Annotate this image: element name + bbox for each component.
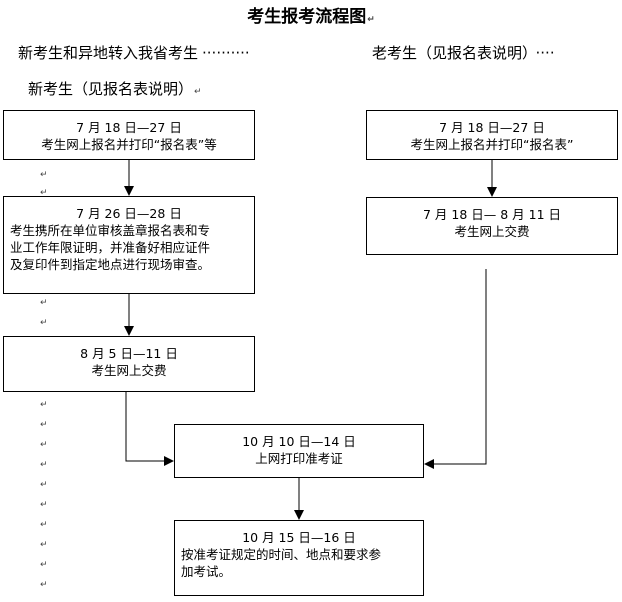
left-return-mark-13: ↵: [40, 460, 48, 470]
exam-date: 10 月 15 日—16 日: [242, 530, 356, 545]
old-register-date: 7 月 18 日—27 日: [439, 120, 545, 135]
left-return-mark-12: ↵: [40, 440, 48, 450]
new-payment-text: 考生网上交费: [91, 363, 167, 378]
left-return-mark-19: ↵: [40, 580, 48, 590]
print-admission-date: 10 月 10 日—14 日: [242, 434, 356, 449]
old-payment-text: 考生网上交费: [454, 224, 530, 239]
arrow-old2-to-print: [424, 269, 487, 469]
arrow-new3-to-print: [125, 392, 174, 466]
header-left-label: 新考生和异地转入我省考生··········: [18, 44, 250, 62]
new-register-date: 7 月 18 日—27 日: [76, 120, 182, 135]
old-payment-box: 7 月 18 日— 8 月 11 日 考生网上交费: [366, 197, 618, 255]
left-return-mark-0: ↵: [40, 170, 48, 180]
onsite-review-text-2: 业工作年限证明，并准备好相应证件: [10, 240, 211, 255]
new-register-box: 7 月 18 日—27 日 考生网上报名并打印“报名表”等: [3, 110, 255, 160]
left-return-mark-1: ↵: [40, 188, 48, 198]
onsite-review-date: 7 月 26 日—28 日: [76, 206, 182, 221]
left-return-mark-11: ↵: [40, 420, 48, 430]
exam-box: 10 月 15 日—16 日 按准考证规定的时间、地点和要求参 加考试。: [174, 520, 424, 596]
header-new-candidate-label: 新考生（见报名表说明）↵: [28, 80, 202, 98]
onsite-review-text-1: 考生携所在单位审核盖章报名表和专: [10, 223, 211, 238]
old-register-box: 7 月 18 日—27 日 考生网上报名并打印“报名表”: [366, 110, 618, 160]
exam-text-1: 按准考证规定的时间、地点和要求参: [181, 547, 382, 562]
old-payment-date: 7 月 18 日— 8 月 11 日: [422, 207, 562, 222]
exam-text-2: 加考试。: [181, 564, 232, 579]
left-return-mark-16: ↵: [40, 520, 48, 530]
new-payment-date: 8 月 5 日—11 日: [80, 346, 178, 361]
flowchart-title: 考生报考流程图↵: [247, 7, 375, 27]
left-return-mark-6: ↵: [40, 318, 48, 328]
return-mark: ↵: [367, 15, 375, 25]
left-return-mark-14: ↵: [40, 480, 48, 490]
onsite-review-box: 7 月 26 日—28 日 考生携所在单位审核盖章报名表和专 业工作年限证明，并…: [3, 196, 255, 294]
left-return-mark-15: ↵: [40, 500, 48, 510]
left-return-mark-18: ↵: [40, 560, 48, 570]
print-admission-box: 10 月 10 日—14 日 上网打印准考证: [174, 424, 424, 478]
print-admission-text: 上网打印准考证: [255, 451, 343, 466]
header-right-label: 老考生（见报名表说明）····: [372, 44, 555, 62]
left-return-mark-10: ↵: [40, 400, 48, 410]
left-return-mark-17: ↵: [40, 540, 48, 550]
old-register-text: 考生网上报名并打印“报名表”: [410, 137, 574, 152]
onsite-review-text-3: 及复印件到指定地点进行现场审查。: [10, 257, 211, 272]
new-register-text: 考生网上报名并打印“报名表”等: [41, 137, 217, 152]
new-payment-box: 8 月 5 日—11 日 考生网上交费: [3, 336, 255, 392]
left-return-mark-5: ↵: [40, 298, 48, 308]
